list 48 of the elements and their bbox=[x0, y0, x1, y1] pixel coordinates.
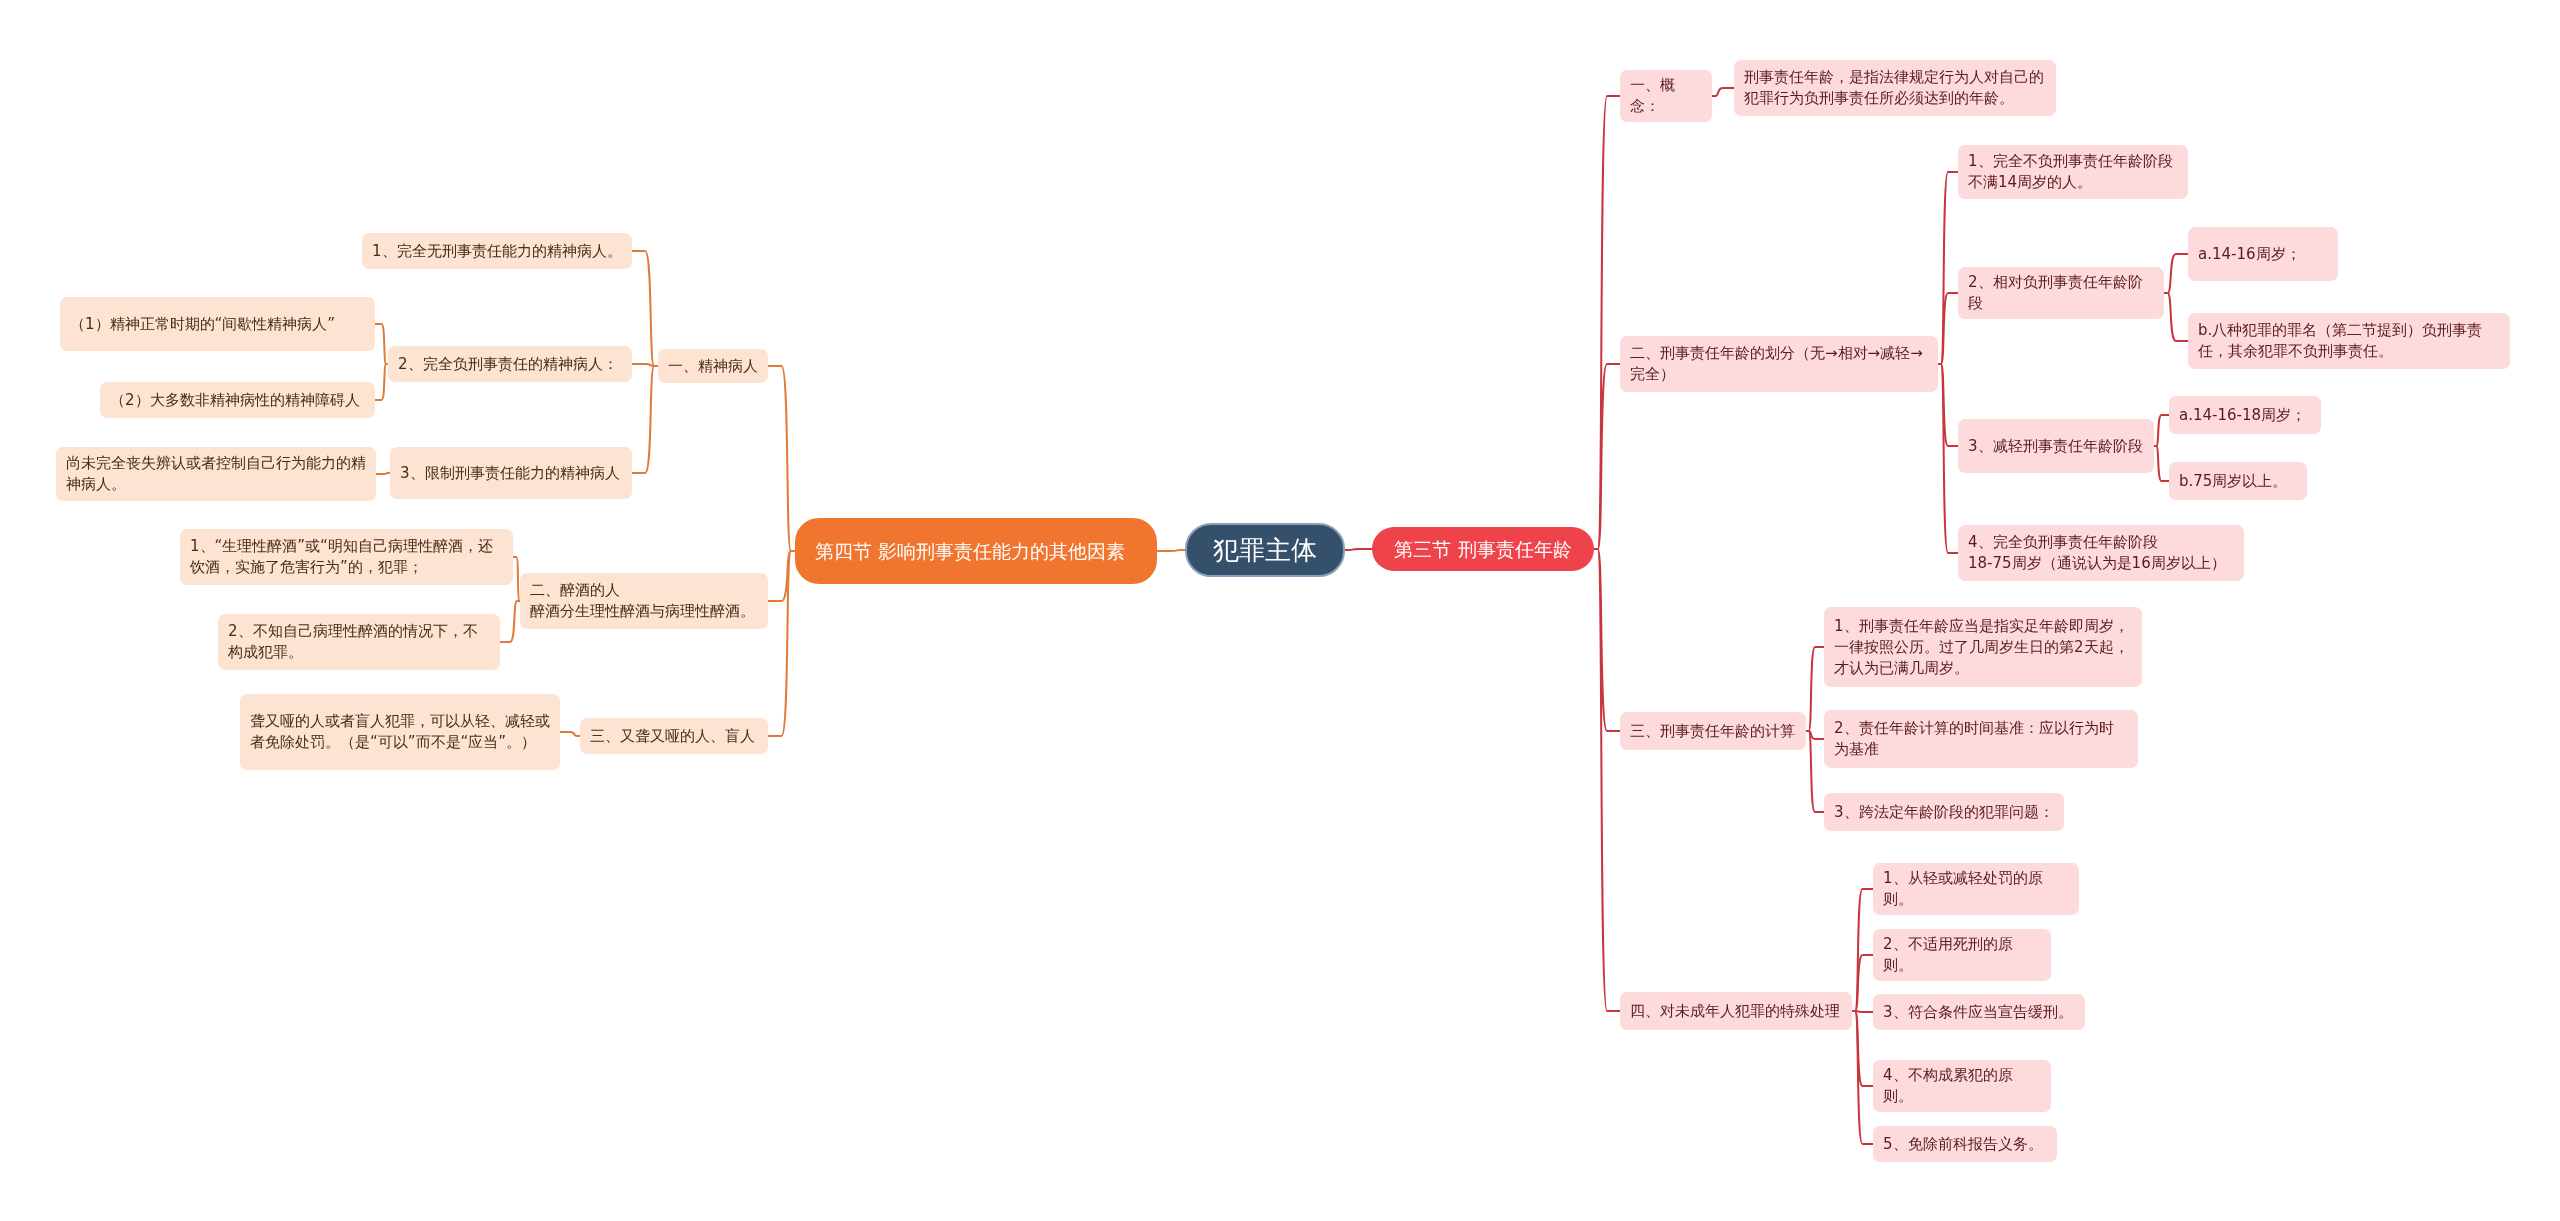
topic-box: 二、刑事责任年龄的划分（无→相对→减轻→完全） bbox=[1620, 336, 1938, 392]
topic-box: 1、完全不负刑事责任年龄阶段 不满14周岁的人。 bbox=[1958, 145, 2188, 199]
connector-line bbox=[2153, 414, 2170, 447]
topic-box: （2）大多数非精神病性的精神障碍人 bbox=[100, 382, 375, 418]
topic-box: 3、限制刑事责任能力的精神病人 bbox=[390, 447, 632, 499]
topic-box: 1、完全无刑事责任能力的精神病人。 bbox=[362, 233, 632, 269]
connector-line bbox=[512, 556, 521, 602]
topic-box: 刑事责任年龄，是指法律规定行为人对自己的犯罪行为负刑事责任所必须达到的年龄。 bbox=[1734, 60, 2056, 116]
branch-topic: 第四节 影响刑事责任能力的其他因素 bbox=[795, 518, 1157, 584]
connector-line bbox=[375, 472, 391, 475]
topic-box: 2、相对负刑事责任年龄阶段 bbox=[1958, 267, 2164, 319]
topic-box: 2、责任年龄计算的时间基准：应以行为时为基准 bbox=[1824, 710, 2138, 768]
connector-line bbox=[1156, 549, 1186, 552]
connector-line bbox=[374, 363, 389, 401]
connector-line bbox=[374, 323, 389, 365]
connector-line bbox=[1344, 548, 1373, 551]
topic-box: b.75周岁以上。 bbox=[2169, 462, 2307, 500]
topic-box: 二、醉酒的人 醉酒分生理性醉酒与病理性醉酒。 bbox=[520, 573, 768, 629]
topic-box: 4、不构成累犯的原则。 bbox=[1873, 1060, 2051, 1112]
topic-box: 聋又哑的人或者盲人犯罪，可以从轻、减轻或者免除处罚。（是“可以”而不是“应当”。） bbox=[240, 694, 560, 770]
topic-box: 一、概念： bbox=[1620, 70, 1712, 122]
topic-box: 1、“生理性醉酒”或“明知自己病理性醉酒，还饮酒，实施了危害行为”的，犯罪； bbox=[180, 529, 513, 585]
connector-line bbox=[1711, 87, 1735, 97]
topic-box: a.14-16-18周岁； bbox=[2169, 396, 2321, 434]
topic-box: 三、刑事责任年龄的计算 bbox=[1620, 712, 1806, 750]
topic-box: 3、跨法定年龄阶段的犯罪问题： bbox=[1824, 793, 2064, 831]
topic-box: 尚未完全丧失辨认或者控制自己行为能力的精神病人。 bbox=[56, 447, 376, 501]
topic-box: 四、对未成年人犯罪的特殊处理 bbox=[1620, 992, 1852, 1030]
branch-topic: 第三节 刑事责任年龄 bbox=[1372, 527, 1594, 571]
topic-box: 2、不知自己病理性醉酒的情况下，不构成犯罪。 bbox=[218, 614, 500, 670]
topic-box: a.14-16周岁； bbox=[2188, 227, 2338, 281]
topic-box: 1、刑事责任年龄应当是指实足年龄即周岁，一律按照公历。过了几周岁生日的第2天起，才认为已满几周岁。 bbox=[1824, 607, 2142, 687]
topic-box: 4、完全负刑事责任年龄阶段 18-75周岁（通说认为是16周岁以上） bbox=[1958, 525, 2244, 581]
topic-box: b.八种犯罪的罪名（第二节提到）负刑事责任，其余犯罪不负刑事责任。 bbox=[2188, 313, 2510, 369]
topic-box: 三、又聋又哑的人、盲人 bbox=[580, 718, 768, 754]
topic-box: 3、减轻刑事责任年龄阶段 bbox=[1958, 419, 2154, 473]
topic-box: 1、从轻或减轻处罚的原则。 bbox=[1873, 863, 2079, 915]
topic-box: 3、符合条件应当宣告缓刑。 bbox=[1873, 994, 2085, 1030]
topic-box: 2、完全负刑事责任的精神病人： bbox=[388, 346, 632, 382]
connector-line bbox=[2153, 445, 2170, 482]
connector-line bbox=[1805, 730, 1825, 813]
topic-box: 2、不适用死刑的原则。 bbox=[1873, 929, 2051, 981]
topic-box: （1）精神正常时期的“间歇性精神病人” bbox=[60, 297, 375, 351]
topic-box: 一、精神病人 bbox=[658, 349, 768, 383]
connector-line bbox=[559, 731, 581, 737]
topic-box: 5、免除前科报告义务。 bbox=[1873, 1126, 2057, 1162]
central-topic: 犯罪主体 bbox=[1185, 523, 1345, 577]
connector-line bbox=[499, 600, 521, 643]
